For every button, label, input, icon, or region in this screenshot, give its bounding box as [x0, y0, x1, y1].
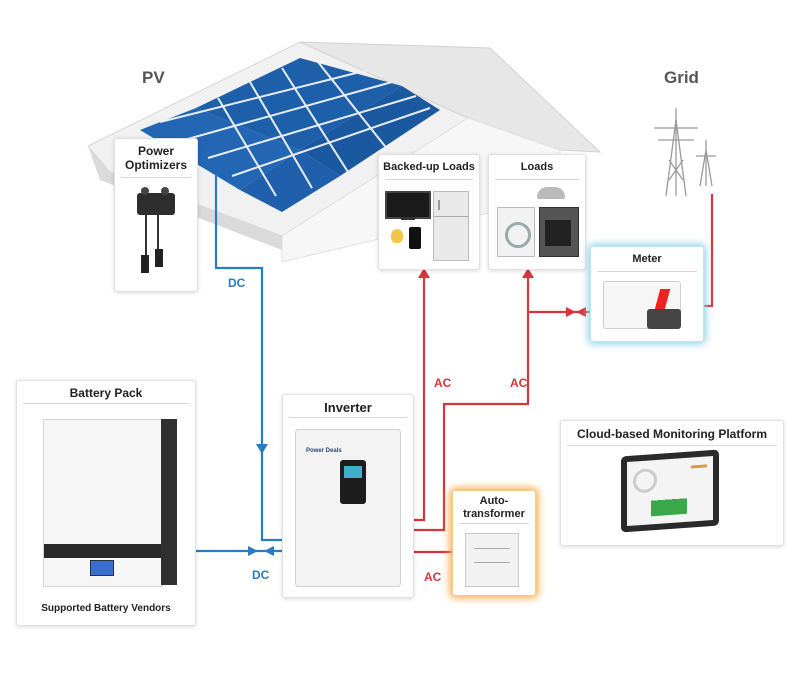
battery-pack-title: Battery Pack — [69, 386, 143, 400]
battery-vendors-label: Supported Battery Vendors — [41, 603, 171, 614]
ac-lines — [412, 194, 714, 554]
ac-loads-label: AC — [510, 376, 528, 390]
dc-optimizer-label: DC — [228, 276, 246, 290]
dc-battery-label: DC — [252, 568, 270, 582]
iron-icon — [537, 187, 565, 199]
ac-autotransformer-label: AC — [424, 570, 442, 584]
ac-backed-up-label: AC — [434, 376, 452, 390]
meter-card: Meter — [590, 246, 704, 342]
grid-towers — [654, 108, 716, 197]
meter-sensor-icon — [647, 309, 681, 329]
bulb-icon — [391, 229, 403, 243]
backed-up-loads-card: Backed-up Loads — [378, 154, 480, 270]
autotransformer-title: Auto- transformer — [463, 495, 525, 520]
stove-icon — [539, 207, 579, 257]
monitoring-title: Cloud-based Monitoring Platform — [577, 427, 767, 441]
phone-icon — [409, 227, 421, 249]
inverter-card: Inverter Power Deals — [282, 394, 414, 598]
fridge-icon — [433, 191, 469, 261]
inverter-brand: Power Deals — [306, 448, 342, 454]
tablet-icon — [621, 449, 719, 533]
meter-title: Meter — [632, 253, 662, 265]
inverter-display — [340, 460, 366, 504]
autotransformer-card: Auto- transformer — [452, 490, 536, 596]
power-optimizers-title: Power Optimizers — [124, 144, 187, 172]
power-optimizers-card: Power Optimizers — [114, 138, 198, 292]
battery-side-panel — [161, 419, 177, 585]
loads-title: Loads — [520, 161, 554, 173]
battery-unit-icon — [43, 419, 163, 587]
autotransformer-unit-icon — [465, 533, 519, 587]
inverter-unit-icon: Power Deals — [295, 429, 401, 587]
battery-pack-card: Battery Pack Supported Battery Vendors — [16, 380, 196, 626]
backed-up-loads-title: Backed-up Loads — [383, 161, 475, 173]
loads-card: Loads — [488, 154, 586, 270]
washing-machine-icon — [497, 207, 535, 257]
pv-label: PV — [142, 68, 165, 87]
inverter-title: Inverter — [324, 400, 372, 415]
solar-panels — [140, 58, 440, 212]
monitoring-card: Cloud-based Monitoring Platform — [560, 420, 784, 546]
grid-label: Grid — [664, 68, 699, 87]
